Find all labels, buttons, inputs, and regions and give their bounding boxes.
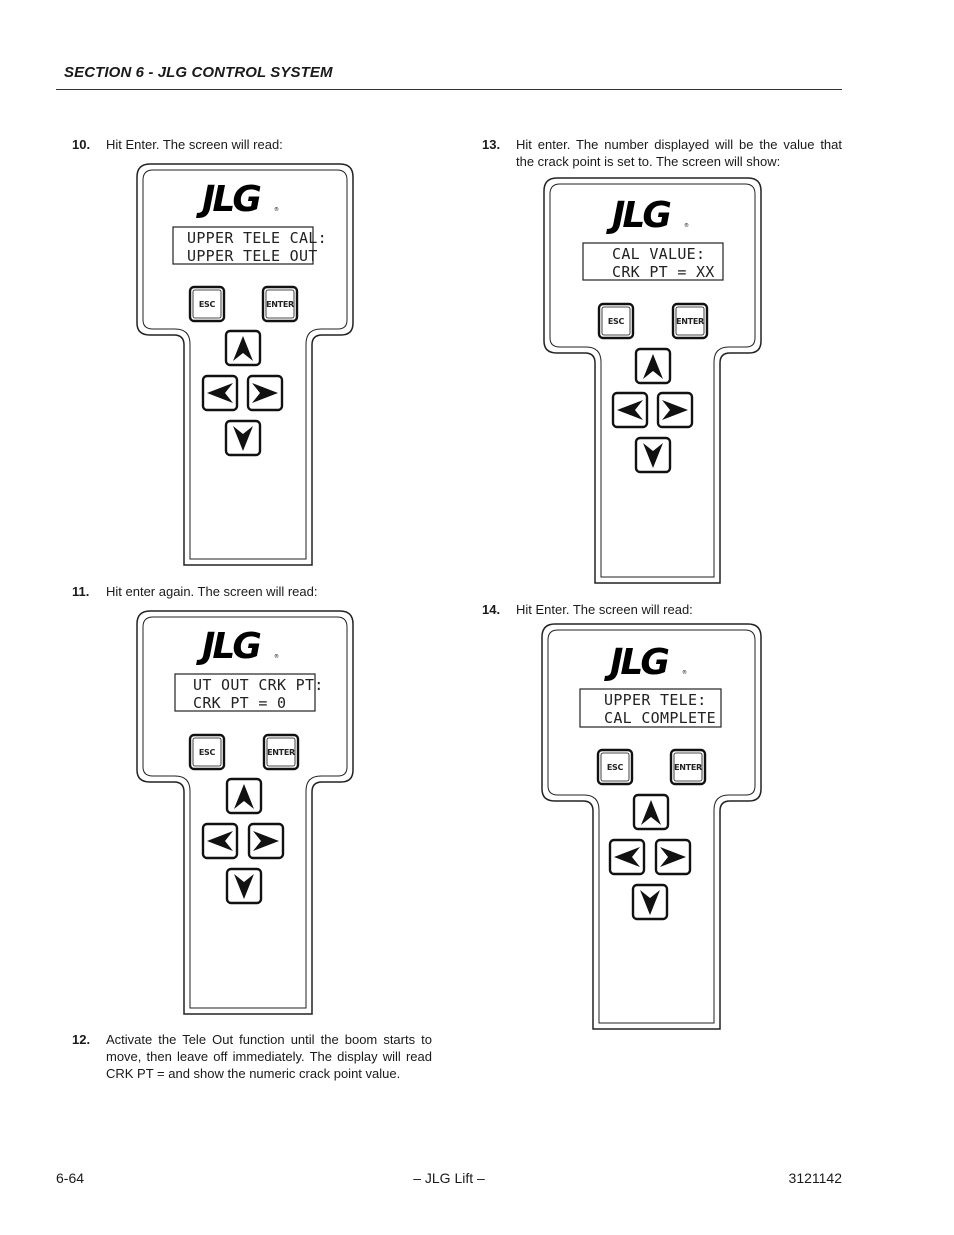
arrow-left-icon xyxy=(207,831,233,851)
svg-text:JLG: JLG xyxy=(604,642,668,683)
jlg-logo: JLG ® xyxy=(606,195,689,236)
svg-text:ESC: ESC xyxy=(608,317,625,326)
lcd-line-2: UPPER TELE OUT xyxy=(187,247,318,265)
arrow-down-icon xyxy=(233,426,253,451)
pendant-body xyxy=(136,163,354,566)
svg-text:ENTER: ENTER xyxy=(674,763,702,772)
step-number: 10. xyxy=(72,137,91,152)
arrow-left-icon xyxy=(617,400,643,420)
lcd-screen xyxy=(174,673,316,712)
right-arrow-button[interactable] xyxy=(246,374,284,412)
document-number: 3121142 xyxy=(788,1170,842,1186)
section-title: SECTION 6 - JLG CONTROL SYSTEM xyxy=(64,64,333,81)
svg-text:ENTER: ENTER xyxy=(266,300,294,309)
arrow-right-icon xyxy=(660,847,686,867)
down-arrow-button[interactable] xyxy=(224,419,262,457)
step-number: 12. xyxy=(72,1032,91,1047)
pendant-display-3: JLG ® CAL VALUE: CRK PT = XX ESC ENTER xyxy=(543,177,762,585)
step-text: Hit Enter. The screen will read: xyxy=(516,602,693,617)
enter-button[interactable]: ENTER xyxy=(669,748,707,786)
arrow-right-icon xyxy=(662,400,688,420)
svg-text:®: ® xyxy=(274,206,279,213)
up-arrow-button[interactable] xyxy=(225,777,263,815)
svg-text:JLG: JLG xyxy=(196,626,260,667)
svg-text:®: ® xyxy=(682,669,687,676)
right-arrow-button[interactable] xyxy=(656,391,694,429)
pendant-display-2: JLG ® UT OUT CRK PT: CRK PT = 0 ESC ENTE… xyxy=(136,610,354,1016)
footer-center: – JLG Lift – xyxy=(413,1170,485,1186)
step-number: 13. xyxy=(482,137,501,152)
lcd-line-1: UT OUT CRK PT: xyxy=(193,676,324,694)
lcd-line-1: UPPER TELE CAL: xyxy=(187,229,327,247)
pendant-display-4: JLG ® UPPER TELE: CAL COMPLETE ESC ENTER xyxy=(541,623,762,1031)
left-arrow-button[interactable] xyxy=(608,838,646,876)
svg-text:ESC: ESC xyxy=(199,748,216,757)
esc-button[interactable]: ESC xyxy=(596,748,634,786)
jlg-logo: JLG ® xyxy=(604,642,687,683)
left-arrow-button[interactable] xyxy=(611,391,649,429)
esc-button[interactable]: ESC xyxy=(188,285,226,323)
up-arrow-button[interactable] xyxy=(224,329,262,367)
jlg-logo: JLG ® xyxy=(196,626,279,667)
pendant-display-1: JLG ® UPPER TELE CAL: UPPER TELE OUT ESC… xyxy=(136,163,354,567)
header-divider xyxy=(56,89,842,90)
down-arrow-button[interactable] xyxy=(634,436,672,474)
lcd-screen xyxy=(579,688,722,728)
esc-button[interactable]: ESC xyxy=(597,302,635,340)
arrow-up-icon xyxy=(234,784,254,809)
down-arrow-button[interactable] xyxy=(631,883,669,921)
up-arrow-button[interactable] xyxy=(632,793,670,831)
svg-text:JLG: JLG xyxy=(196,179,260,220)
down-arrow-button[interactable] xyxy=(225,867,263,905)
step-text: Activate the Tele Out function until the… xyxy=(106,1032,432,1081)
pendant-body xyxy=(543,177,762,584)
left-arrow-button[interactable] xyxy=(201,374,239,412)
svg-text:®: ® xyxy=(274,653,279,660)
enter-button[interactable]: ENTER xyxy=(671,302,709,340)
right-arrow-button[interactable] xyxy=(654,838,692,876)
lcd-screen xyxy=(172,226,314,265)
pendant-body xyxy=(541,623,762,1030)
right-arrow-button[interactable] xyxy=(247,822,285,860)
pendant-body xyxy=(136,610,354,1015)
arrow-down-icon xyxy=(640,890,660,915)
svg-text:®: ® xyxy=(684,222,689,229)
lcd-line-2: CAL COMPLETE xyxy=(604,709,716,727)
svg-text:ESC: ESC xyxy=(199,300,216,309)
svg-text:ENTER: ENTER xyxy=(676,317,704,326)
arrow-up-icon xyxy=(643,354,663,379)
lcd-screen xyxy=(582,242,724,281)
arrow-up-icon xyxy=(233,336,253,361)
left-arrow-button[interactable] xyxy=(201,822,239,860)
lcd-line-1: UPPER TELE: xyxy=(604,691,707,709)
page-number: 6-64 xyxy=(56,1170,85,1186)
arrow-down-icon xyxy=(643,443,663,468)
arrow-right-icon xyxy=(253,831,279,851)
jlg-logo: JLG ® xyxy=(196,179,279,220)
esc-button[interactable]: ESC xyxy=(188,733,226,771)
step-number: 11. xyxy=(72,584,90,599)
step-text: Hit Enter. The screen will read: xyxy=(106,137,283,152)
arrow-left-icon xyxy=(614,847,640,867)
lcd-line-1: CAL VALUE: xyxy=(612,245,705,263)
enter-button[interactable]: ENTER xyxy=(262,733,300,771)
lcd-line-2: CRK PT = XX xyxy=(612,263,715,281)
step-text: Hit enter again. The screen will read: xyxy=(106,584,318,599)
svg-text:JLG: JLG xyxy=(606,195,670,236)
enter-button[interactable]: ENTER xyxy=(261,285,299,323)
arrow-down-icon xyxy=(234,874,254,899)
arrow-up-icon xyxy=(641,800,661,825)
svg-text:ENTER: ENTER xyxy=(267,748,295,757)
arrow-right-icon xyxy=(252,383,278,403)
up-arrow-button[interactable] xyxy=(634,347,672,385)
svg-text:ESC: ESC xyxy=(607,763,624,772)
lcd-line-2: CRK PT = 0 xyxy=(193,694,286,712)
step-number: 14. xyxy=(482,602,501,617)
arrow-left-icon xyxy=(207,383,233,403)
step-text: Hit enter. The number displayed will be … xyxy=(516,137,842,169)
